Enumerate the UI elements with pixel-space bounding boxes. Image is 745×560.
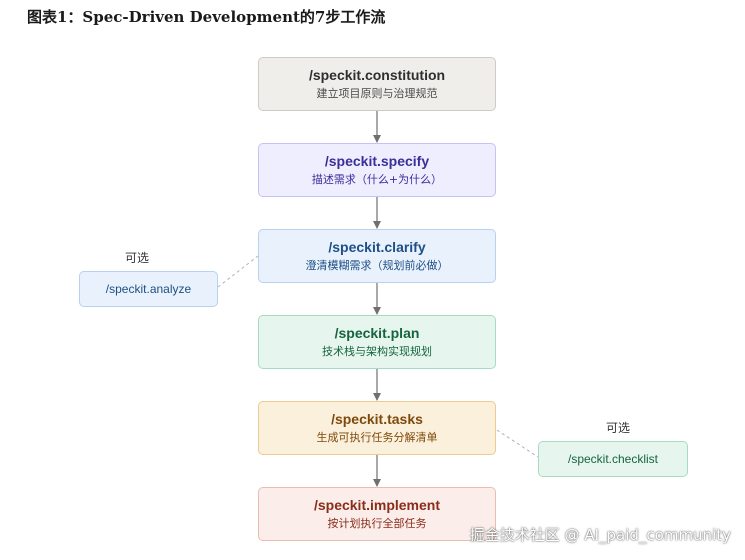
step-constitution: /speckit.constitution 建立项目原则与治理规范: [258, 57, 496, 111]
optional-label-analyze: 可选: [125, 251, 150, 265]
diagram-title: 图表1：Spec-Driven Development的7步工作流: [27, 8, 386, 26]
step-description: 描述需求（什么+为什么）: [311, 173, 443, 186]
dashed-link-checklist: [496, 429, 539, 458]
optional-step-checklist: /speckit.checklist: [538, 441, 688, 477]
step-tasks: /speckit.tasks 生成可执行任务分解清单: [258, 401, 496, 455]
optional-label-checklist: 可选: [606, 421, 631, 435]
watermark: 掘金技术社区 @ AI_paid_community: [469, 526, 731, 544]
step-description: 技术栈与架构实现规划: [322, 345, 432, 358]
step-description: 建立项目原则与治理规范: [316, 87, 438, 100]
step-description: 按计划执行全部任务: [327, 517, 427, 530]
step-clarify: /speckit.clarify 澄清模糊需求（规划前必做）: [258, 229, 496, 283]
dashed-link-analyze: [217, 255, 259, 288]
step-command: /speckit.tasks: [331, 411, 423, 427]
optional-step-analyze: /speckit.analyze: [79, 271, 218, 307]
step-command: /speckit.clarify: [328, 239, 426, 255]
step-description: 澄清模糊需求（规划前必做）: [305, 259, 449, 272]
step-specify: /speckit.specify 描述需求（什么+为什么）: [258, 143, 496, 197]
step-implement: /speckit.implement 按计划执行全部任务: [258, 487, 496, 541]
step-command: /speckit.specify: [324, 153, 430, 169]
step-description: 生成可执行任务分解清单: [316, 431, 438, 444]
step-command: /speckit.plan: [334, 325, 420, 341]
step-plan: /speckit.plan 技术栈与架构实现规划: [258, 315, 496, 369]
step-command: /speckit.constitution: [308, 67, 446, 83]
step-command: /speckit.implement: [313, 497, 441, 513]
